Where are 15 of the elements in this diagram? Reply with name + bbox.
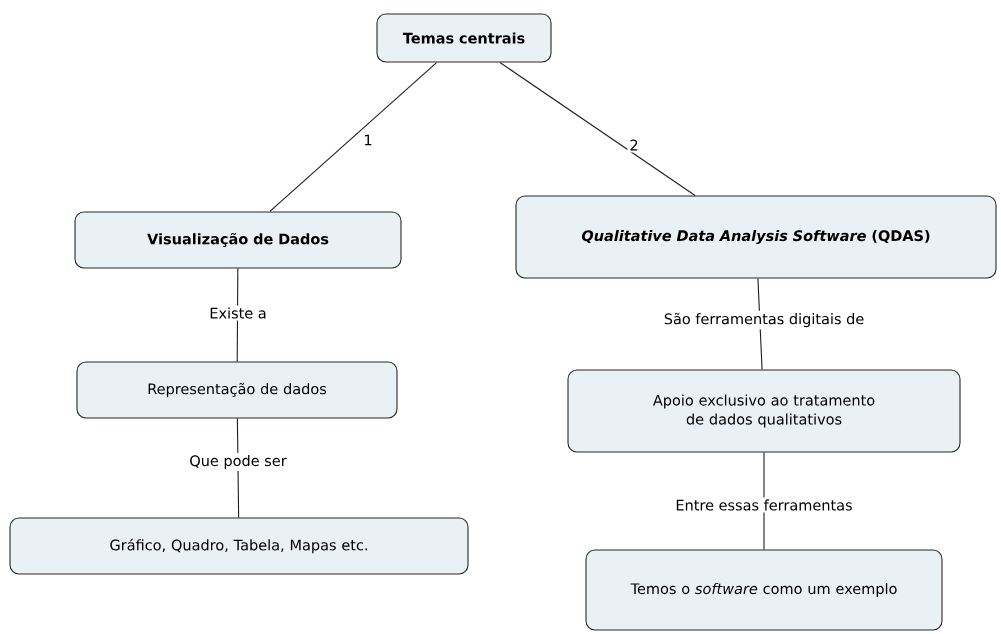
concept-box: Gráfico, Quadro, Tabela, Mapas etc. xyxy=(9,517,469,575)
concept-box: Temos o software como um exemplo xyxy=(585,549,943,631)
concept-box: Visualização de Dados xyxy=(74,211,402,269)
edge-label: 1 xyxy=(361,132,375,148)
edge-label: Que pode ser xyxy=(187,453,289,471)
edge-label: Entre essas ferramentas xyxy=(673,497,855,513)
connector-line xyxy=(499,62,696,196)
edge-label: 2 xyxy=(627,137,641,153)
connector-line xyxy=(269,62,438,212)
concept-box: Apoio exclusivo ao tratamento de dados qualitativos xyxy=(567,369,961,453)
edge-label: Existe a xyxy=(207,305,269,321)
concept-box: Representação de dados xyxy=(76,361,398,419)
concept-box: Qualitative Data Analysis Software (QDAS) xyxy=(515,195,997,279)
edge-label: São ferramentas digitais de xyxy=(661,310,867,330)
concept-box: Temas centrais xyxy=(376,13,552,63)
